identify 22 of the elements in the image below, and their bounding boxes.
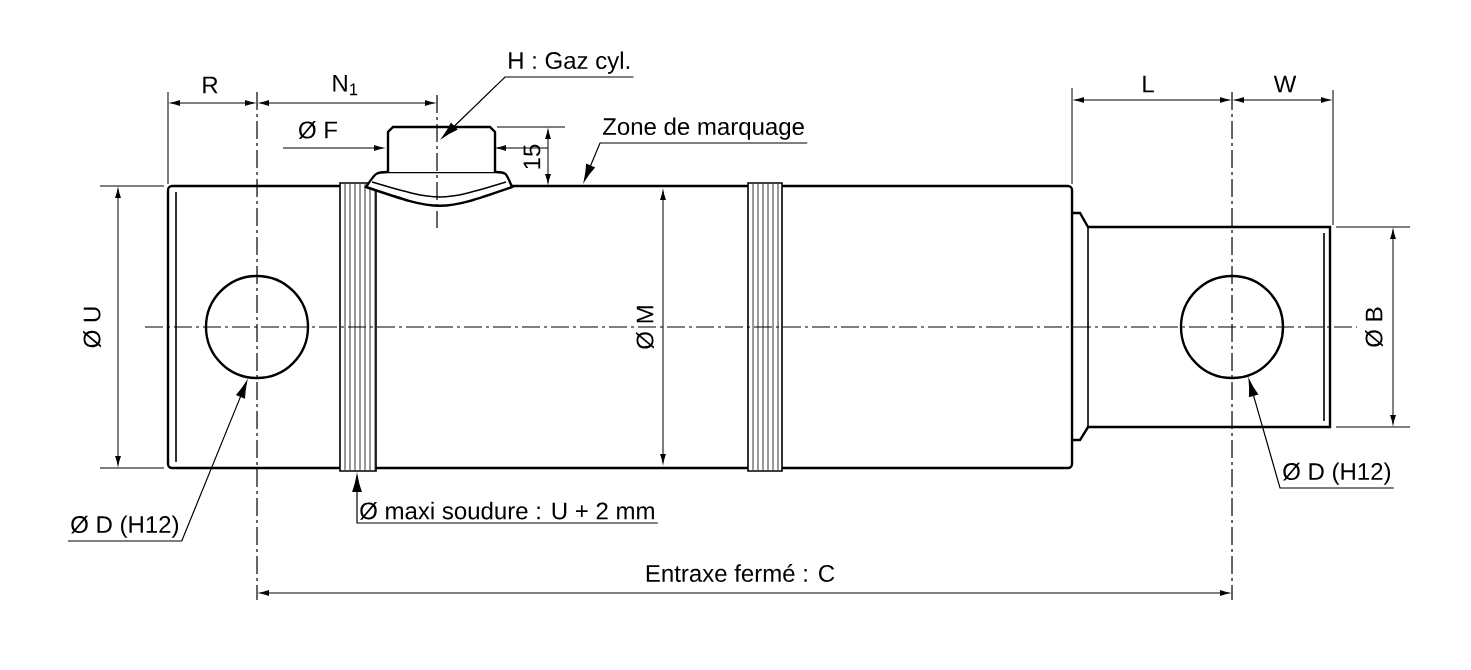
dimension-label: Ø F	[298, 121, 337, 139]
leader-text: Zone de marquage	[603, 117, 804, 140]
bore-hole	[204, 274, 310, 380]
dimension-label: R	[203, 76, 218, 94]
leader-line	[583, 142, 808, 182]
dimension-label: 15	[523, 144, 541, 169]
dimension-label: W	[1273, 75, 1297, 93]
leader-text: Ø D (H12)	[71, 515, 179, 538]
dimension-label: N$_{1}$	[333, 74, 358, 96]
leader-line	[442, 76, 635, 139]
dimension-label: Entraxe fermé : C	[646, 564, 835, 582]
bore-hole	[1179, 274, 1285, 380]
leader-text: Ø maxi soudure : U + 2 mm	[360, 501, 654, 520]
dimension-label: Ø B	[1365, 307, 1383, 347]
dimension-label: Ø M	[636, 306, 654, 349]
leader-line	[352, 475, 659, 524]
leader-text: H : Gaz cyl.	[509, 51, 629, 74]
dimension-label: Ø U	[83, 307, 101, 348]
leader-text: Ø D (H12)	[1283, 462, 1391, 485]
dimension-label: L	[1143, 75, 1154, 93]
leader-line	[1248, 379, 1395, 489]
leader-line	[67, 381, 248, 542]
